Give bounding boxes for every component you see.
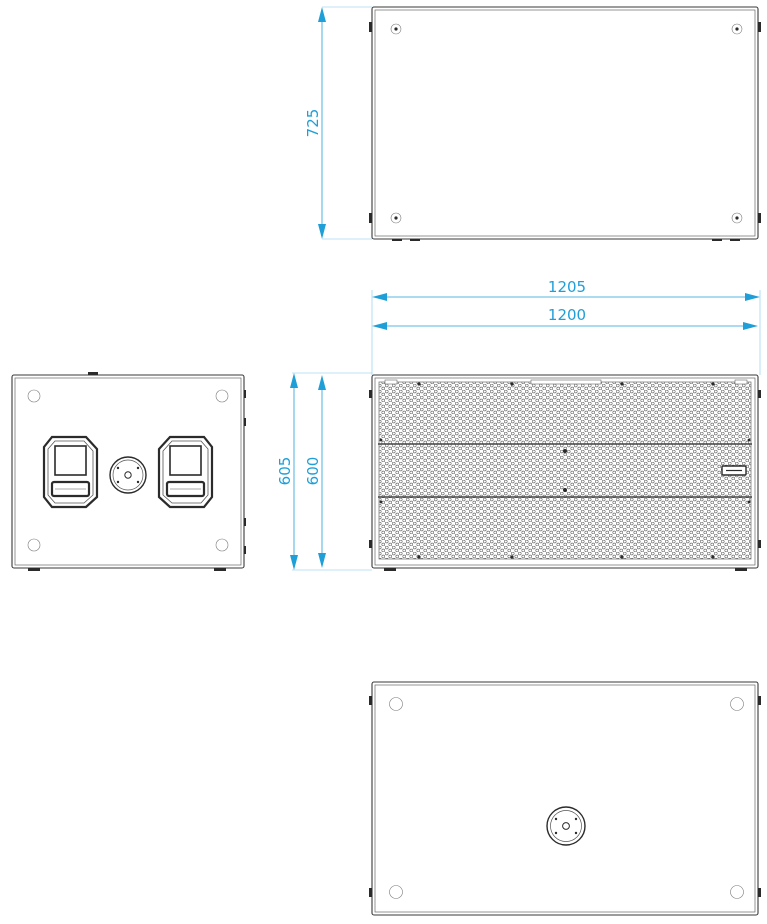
- side-view: [11, 372, 246, 571]
- dimension-front-height-inner: 600: [304, 375, 326, 568]
- perforated-grille-icon: [379, 382, 751, 559]
- dimension-label-605: 605: [276, 457, 294, 486]
- dimension-label-1200: 1200: [548, 306, 586, 324]
- front-view: [369, 374, 761, 571]
- dimension-front-height-outer: 605: [276, 372, 372, 571]
- logo-badge-icon: [721, 465, 747, 476]
- dimension-label-600: 600: [304, 457, 322, 486]
- screw-icon: [731, 212, 743, 224]
- pole-socket-icon: [109, 456, 147, 494]
- dimension-top-depth: 725: [304, 6, 372, 240]
- bottom-view: [369, 681, 761, 916]
- handle-cutout-icon: [42, 435, 99, 509]
- dimension-label-1205: 1205: [548, 278, 586, 296]
- dimension-front-width-inner: 1200: [372, 306, 758, 330]
- screw-icon: [390, 23, 402, 35]
- dimension-label-725: 725: [304, 109, 322, 138]
- top-view: [369, 6, 761, 241]
- screw-icon: [390, 212, 402, 224]
- dimension-front-width-outer: 1205: [371, 278, 761, 375]
- pole-socket-icon: [546, 806, 586, 846]
- handle-cutout-icon: [157, 435, 214, 509]
- screw-icon: [731, 23, 743, 35]
